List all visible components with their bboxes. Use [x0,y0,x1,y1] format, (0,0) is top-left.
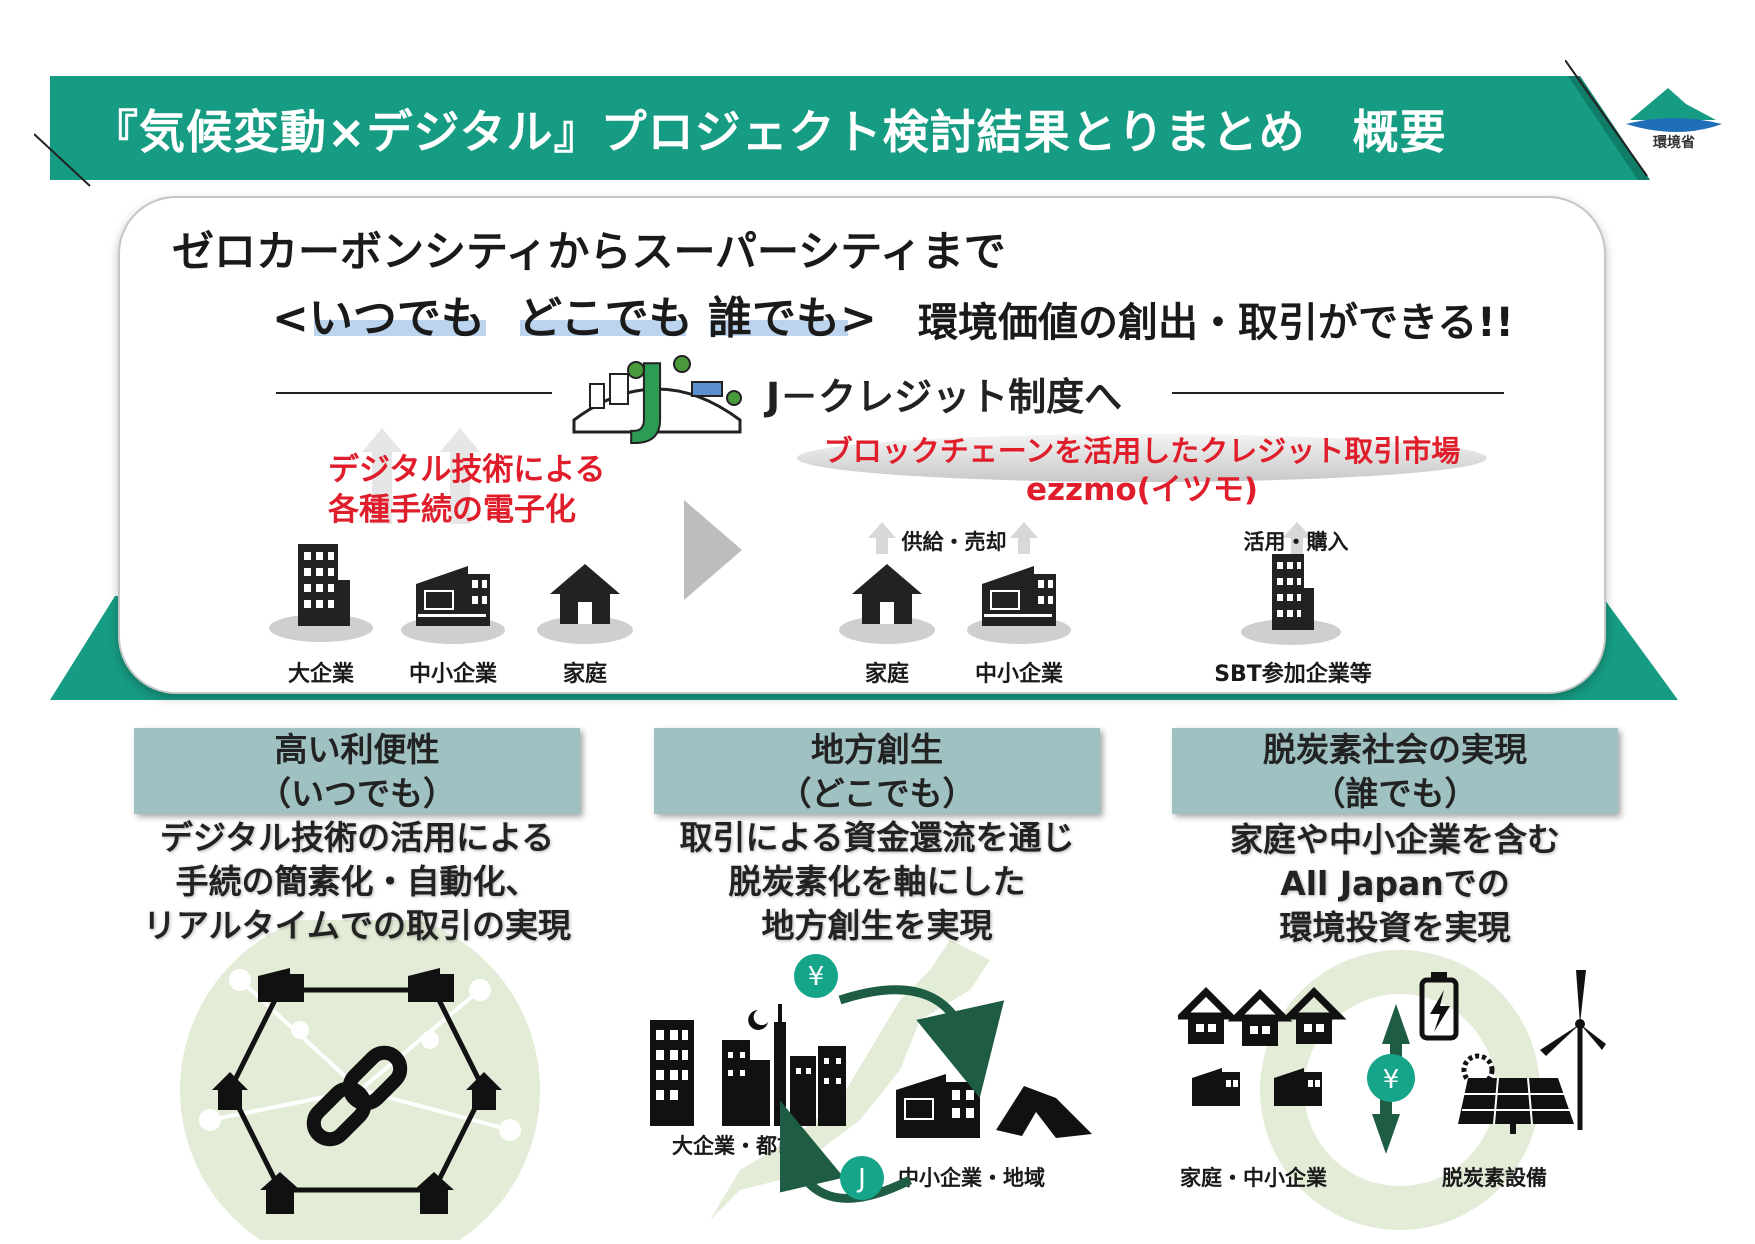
money-flow-icon: ¥ J [780,954,1005,1203]
benefit-title: 高い利便性 [274,730,440,769]
market-name: ezzmo(イツモ) [1025,472,1259,508]
benefit-subtitle: （どこでも） [778,774,976,813]
house-icon [537,564,633,644]
benefit-description: デジタル技術の活用による 手続の簡素化・自動化、 リアルタイムでの取引の実現 [110,816,604,948]
jcredit-label: J－クレジット制度へ [766,375,1123,419]
benefit-desc-line: 手続の簡素化・自動化、 [175,862,539,901]
benefit-desc-line: リアルタイムでの取引の実現 [142,906,571,945]
city-skyline-icon [650,1004,846,1126]
illustration-label-households: 家庭・中小企業 [1180,1166,1327,1190]
benefit-subtitle: （いつでも） [258,774,456,813]
benefit-subtitle: （誰でも） [1312,774,1478,813]
yen-symbol: ¥ [808,962,825,992]
divider-line [1172,392,1504,394]
j-symbol: J [856,1164,866,1194]
illustration-label-city: 大企業・都市 [672,1134,798,1158]
highlight-underline [314,320,486,336]
highlight-anyone: 誰でも> [708,293,877,344]
benefit-desc-line: 地方創生を実現 [761,906,993,945]
actor-label-sbt-company: SBT参加企業等 [1214,662,1372,687]
sme-building-icon [967,566,1071,644]
benefit-header-convenience: 高い利便性 （いつでも） [134,728,580,814]
houses-smes-icon [1178,987,1347,1106]
market-label: ブロックチェーンを活用したクレジット取引市場 [823,434,1461,468]
benefit-header-decarbonization: 脱炭素社会の実現 （誰でも） [1172,728,1618,814]
use-caption: 活用・購入 [1243,530,1349,554]
renewable-equipment-icon [1419,970,1606,1134]
supply-caption: 供給・売却 [901,530,1007,554]
benefit-desc-line: 環境投資を実現 [1279,908,1511,947]
divider-line [276,392,552,394]
highlight-underline [520,320,686,336]
up-arrow-icon [1282,522,1312,554]
benefit-desc-line: デジタル技術の活用による [159,818,555,857]
benefit-desc-line: 家庭や中小企業を含む [1230,820,1560,859]
highlight-anywhere: どこでも [518,293,693,344]
jcredit-logo-icon: J [572,346,742,444]
up-arrow-icon [868,522,1038,554]
benefit-desc-line: 取引による資金還流を通じ [679,818,1075,857]
actor-label-large-company: 大企業 [287,662,354,687]
benefit-title: 地方創生 [811,730,943,769]
house-icon [839,564,935,644]
up-arrow-icon [362,428,480,524]
actor-label-household: 家庭 [864,662,909,687]
ministry-logo-icon [1626,88,1722,132]
exchange-arrows-icon: ¥ [1367,1004,1415,1154]
page-title: 『気候変動×デジタル』プロジェクト検討結果とりまとめ 概要 [92,105,1447,159]
actor-label-sme: 中小企業 [408,662,497,687]
highlight-anytime: <いつでも [272,293,485,344]
illustration-label-region: 中小企業・地域 [898,1166,1045,1190]
header-accent-line [34,133,91,187]
flow-arrow-icon [684,500,742,600]
benefit-description: 取引による資金還流を通じ 脱炭素化を軸にした 地方創生を実現 [630,816,1124,948]
vision-line-3: 環境価値の創出・取引ができる!! [918,300,1514,346]
jcredit-logo-letter: J [631,347,668,444]
benefit-title: 脱炭素社会の実現 [1263,730,1527,769]
ministry-name: 環境省 [1653,135,1695,151]
sme-building-icon [401,566,505,644]
chain-network-icon [212,968,502,1214]
digitization-text-2: 各種手続の電子化 [328,492,576,528]
benefit-desc-line: 脱炭素化を軸にした [728,862,1026,901]
illustration-label-equipment: 脱炭素設備 [1442,1166,1547,1190]
actor-label-household: 家庭 [562,662,607,687]
benefit-description: 家庭や中小企業を含む All Japanでの 環境投資を実現 [1148,818,1642,950]
large-company-icon [1241,554,1341,645]
benefit-header-regional: 地方創生 （どこでも） [654,728,1100,814]
highlight-underline [710,320,848,336]
benefit-desc-line: All Japanでの [1280,864,1510,903]
header-band [50,76,1650,180]
vision-line-1: ゼロカーボンシティからスーパーシティまで [172,227,1006,276]
digitization-text-1: デジタル技術による [328,452,606,488]
large-company-icon [269,544,373,642]
market-platform [797,434,1487,482]
actor-label-sme: 中小企業 [974,662,1063,687]
header-accent-line [1565,60,1648,177]
yen-symbol: ¥ [1383,1065,1400,1095]
